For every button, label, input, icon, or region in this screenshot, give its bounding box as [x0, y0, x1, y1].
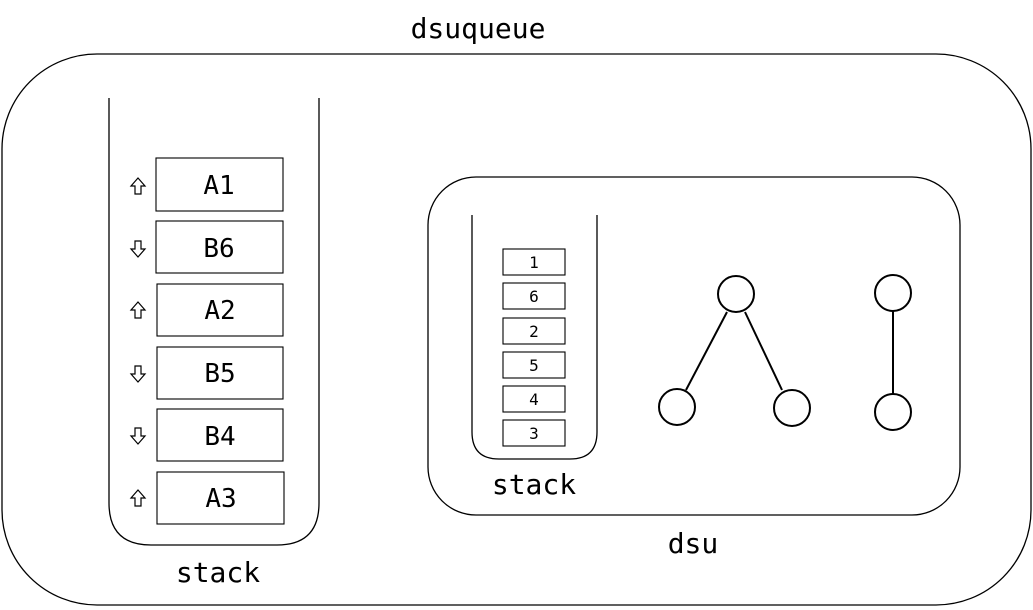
- tree-left-node: [658, 388, 696, 426]
- inner-stack-cell-label: 2: [529, 322, 539, 341]
- tree-bottom-node: [874, 393, 912, 431]
- down-arrow-icon: [129, 365, 147, 383]
- outer-stack-item: A1: [129, 157, 284, 212]
- inner-stack-cell-label: 5: [529, 356, 539, 375]
- inner-stack-cell-label: 1: [529, 253, 539, 272]
- outer-stack-label: stack: [176, 556, 260, 589]
- up-arrow-icon: [129, 301, 147, 319]
- outer-stack-item: B5: [129, 346, 284, 400]
- inner-stack-container: [471, 215, 598, 460]
- inner-stack-cell-label: 3: [529, 424, 539, 443]
- tree-top-node: [874, 274, 912, 312]
- tree-edge-right: [744, 311, 783, 391]
- outer-stack-cell-5: [156, 408, 284, 462]
- outer-stack-cell-6: [156, 471, 285, 525]
- inner-stack-cell-3: [502, 317, 566, 345]
- tree-edge-left: [685, 311, 728, 391]
- three-node-tree: [658, 275, 811, 427]
- outer-stack-cell-3: [156, 283, 284, 337]
- outer-stack-cell-1: [155, 157, 284, 212]
- inner-stack-cell-label: 6: [529, 287, 539, 306]
- inner-stack-cell-5: [502, 385, 566, 413]
- outer-stack-cell-2: [155, 220, 284, 274]
- outer-stack-cell-label: B6: [203, 234, 234, 264]
- outer-stack-cell-label: A3: [205, 484, 236, 514]
- inner-stack-cell-2: [502, 282, 566, 310]
- outer-stack-container: [108, 98, 320, 546]
- inner-stack-cell-4: [502, 351, 566, 379]
- outer-stack-item: A2: [129, 283, 284, 337]
- outer-stack-item: A3: [129, 471, 285, 525]
- inner-stack-cell-label: 4: [529, 390, 539, 409]
- dsu-label: dsu: [668, 527, 719, 560]
- tree-root-node: [717, 275, 755, 313]
- outer-stack-cell-label: B4: [204, 422, 235, 452]
- up-arrow-icon: [129, 177, 147, 195]
- outer-stack-cell-label: B5: [204, 359, 235, 389]
- inner-stack-items: 1 6 2 5 4 3: [502, 248, 566, 447]
- inner-stack-cell-6: [502, 419, 566, 447]
- up-arrow-icon: [129, 489, 147, 507]
- down-arrow-icon: [129, 427, 147, 445]
- outer-stack-cell-4: [156, 346, 284, 400]
- two-node-tree: [874, 274, 912, 431]
- outer-stack-items: A1 B6 A2 B5 B4 A3: [129, 157, 285, 525]
- outer-stack-item: B4: [129, 408, 284, 462]
- down-arrow-icon: [129, 240, 147, 258]
- tree-right-node: [773, 389, 811, 427]
- inner-stack-cell-1: [502, 248, 566, 276]
- outer-stack-item: B6: [129, 220, 284, 274]
- inner-stack-label: stack: [492, 468, 576, 501]
- diagram-title: dsuqueue: [411, 12, 546, 45]
- dsu-container: [427, 176, 961, 516]
- dsuqueue-container: [1, 53, 1032, 606]
- outer-stack-cell-label: A1: [203, 171, 234, 201]
- outer-stack-cell-label: A2: [204, 296, 235, 326]
